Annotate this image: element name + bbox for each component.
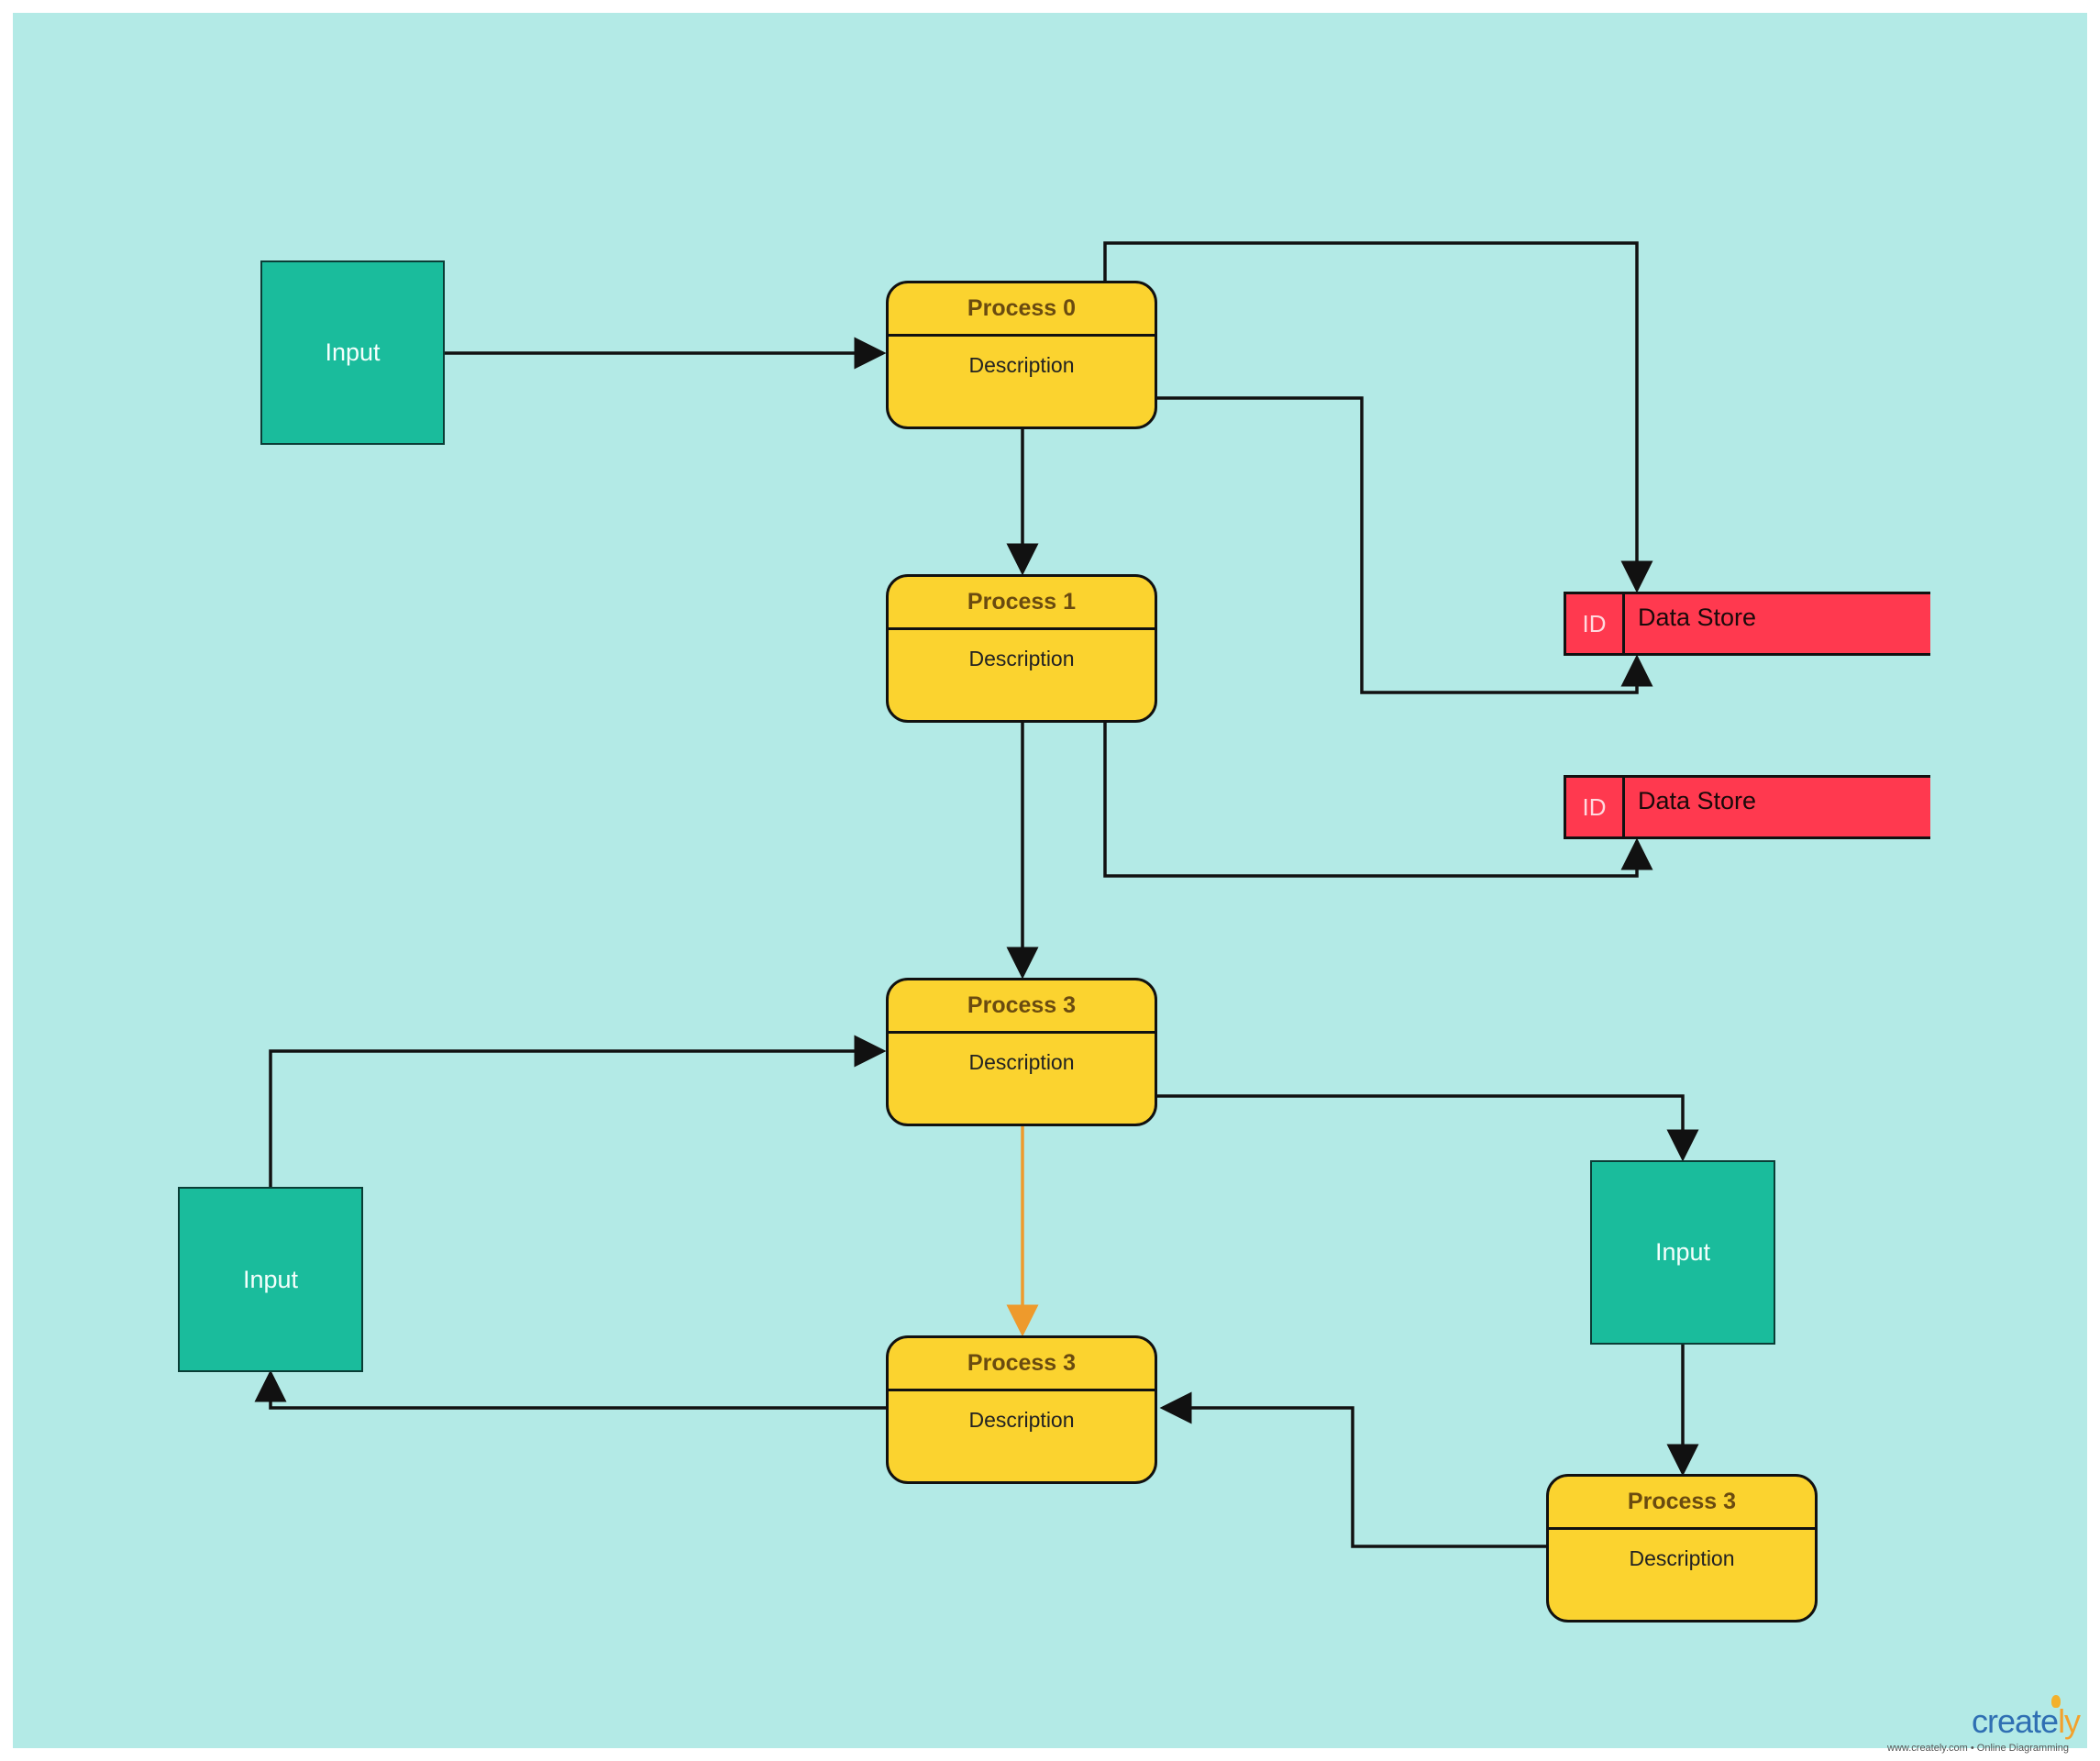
connector-process0-to-datastore1-bottom: [1157, 396, 1653, 694]
input-node-left[interactable]: Input: [178, 1187, 363, 1372]
branding-footer: www.creately.com • Online Diagramming: [1887, 1743, 2070, 1754]
input-node-label: Input: [325, 338, 381, 366]
input-node-right[interactable]: Input: [1590, 1160, 1775, 1345]
process-node-3c[interactable]: Process 3 Description: [1546, 1474, 1818, 1623]
process-description: Description: [968, 352, 1075, 377]
process-node-1[interactable]: Process 1 Description: [886, 574, 1157, 723]
creately-logo[interactable]: creately: [1972, 1702, 2081, 1741]
input-node-top[interactable]: Input: [260, 260, 445, 445]
data-store-2[interactable]: ID Data Store: [1564, 775, 1930, 839]
connector-process3b-to-input2: [254, 1369, 888, 1410]
connector-process1-to-datastore2: [1103, 720, 1653, 878]
logo-text: create: [1972, 1702, 2059, 1740]
process-description: Description: [968, 646, 1075, 670]
process-description: Description: [1629, 1545, 1735, 1570]
data-store-id: ID: [1566, 594, 1625, 653]
process-node-0[interactable]: Process 0 Description: [886, 281, 1157, 429]
process-title: Process 1: [889, 577, 1155, 630]
process-title: Process 3: [1549, 1477, 1815, 1530]
process-title: Process 3: [889, 980, 1155, 1034]
data-store-label: Data Store: [1638, 604, 1757, 631]
connector-process3c-to-process3b: [1159, 1391, 1548, 1548]
data-store-label: Data Store: [1638, 787, 1757, 814]
process-title: Process 3: [889, 1338, 1155, 1391]
process-description: Description: [968, 1049, 1075, 1074]
connector-process3-to-input3: [1157, 1094, 1699, 1162]
data-store-id: ID: [1566, 778, 1625, 836]
process-title: Process 0: [889, 283, 1155, 337]
connector-input2-to-process3: [269, 1035, 887, 1187]
input-node-label: Input: [1654, 1238, 1711, 1266]
data-store-1[interactable]: ID Data Store: [1564, 592, 1930, 656]
logo-accent: ly: [2058, 1702, 2081, 1740]
connector-process0-to-datastore1-top: [1103, 241, 1653, 593]
process-node-3a[interactable]: Process 3 Description: [886, 978, 1157, 1126]
lightbulb-icon: [2051, 1695, 2061, 1708]
input-node-label: Input: [242, 1265, 299, 1293]
process-node-3b[interactable]: Process 3 Description: [886, 1335, 1157, 1484]
process-description: Description: [968, 1407, 1075, 1432]
